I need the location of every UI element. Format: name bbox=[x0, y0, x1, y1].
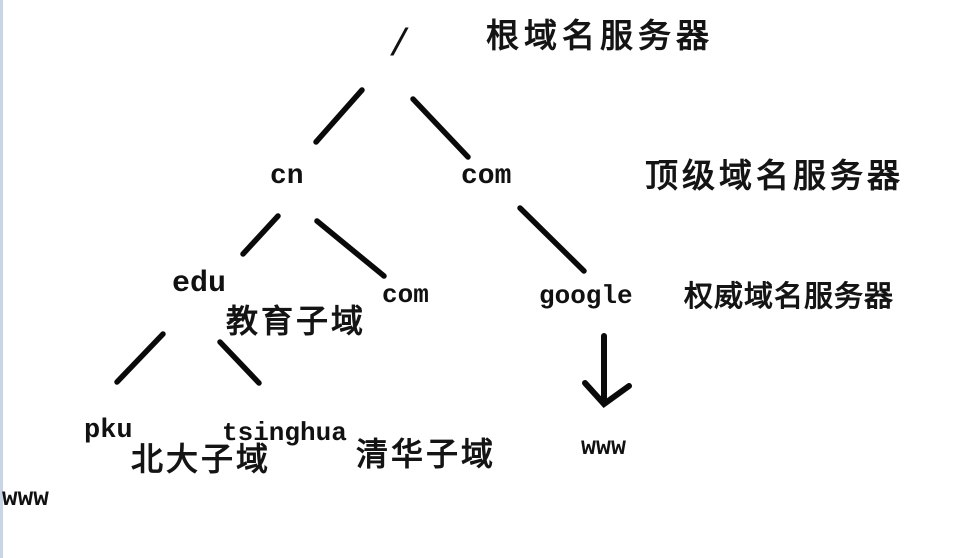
label-root-server: 根域名服务器 bbox=[486, 16, 714, 55]
node-root: / bbox=[388, 24, 411, 67]
edge-edu-tsinghua bbox=[217, 339, 262, 386]
edge-edu-pku bbox=[114, 331, 166, 385]
node-cn: cn bbox=[270, 161, 304, 192]
label-tld-server: 顶级域名服务器 bbox=[645, 156, 904, 195]
edge-cn-com bbox=[314, 218, 387, 279]
label-pku-subdomain: 北大子域 bbox=[131, 440, 272, 478]
edge-cn-edu bbox=[240, 213, 281, 257]
node-www-under-pku: www bbox=[2, 483, 49, 513]
label-edu-subdomain: 教育子域 bbox=[226, 302, 367, 340]
edge-root-cn bbox=[313, 87, 365, 145]
node-google: google bbox=[539, 281, 633, 311]
label-authoritative-server: 权威域名服务器 bbox=[684, 279, 895, 313]
arrow-google-www-head bbox=[582, 380, 632, 409]
node-pku: pku bbox=[84, 416, 133, 446]
node-com-auth: com bbox=[382, 280, 429, 310]
edge-com-google bbox=[517, 205, 587, 274]
node-com-tld: com bbox=[461, 161, 512, 192]
left-edge-stripe bbox=[0, 0, 3, 558]
node-www-under-google: www bbox=[581, 433, 627, 462]
label-tsinghua-subdomain: 清华子域 bbox=[356, 435, 497, 473]
node-edu: edu bbox=[172, 267, 227, 301]
node-tsinghua: tsinghua bbox=[222, 418, 347, 448]
edge-root-com bbox=[410, 96, 471, 160]
